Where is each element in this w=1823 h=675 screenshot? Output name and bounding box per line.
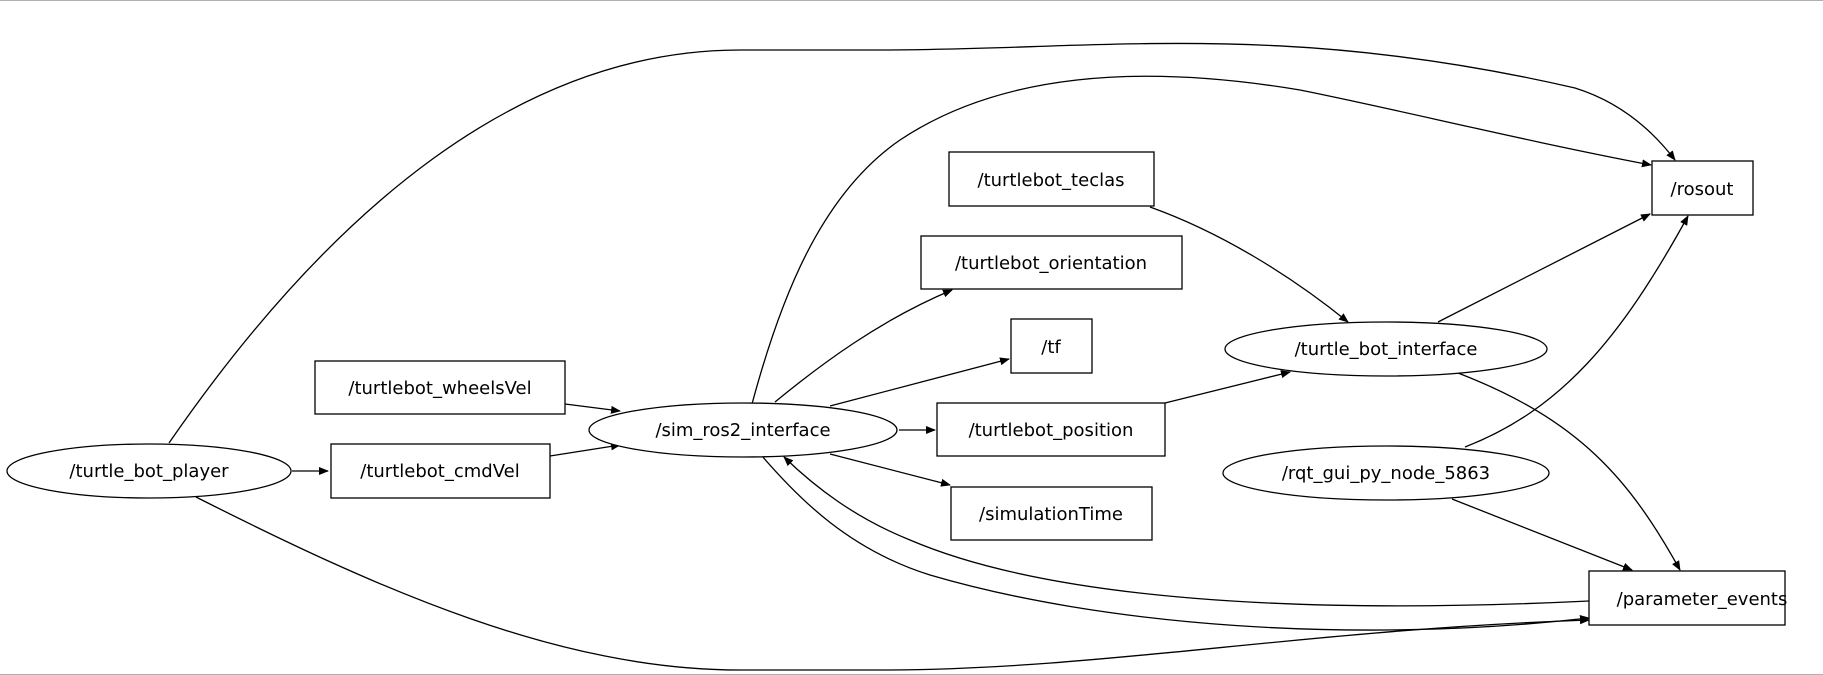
turtlebot-orientation-label: /turtlebot_orientation [955,253,1147,274]
rosout-shape [1651,160,1754,216]
turtlebot-position-shape [936,402,1166,457]
node-turtle-bot-interface[interactable]: /turtle_bot_interface [1224,321,1548,377]
edge-wheelsvel-to-sim-ros2[interactable] [564,403,621,414]
node-turtle-bot-player[interactable]: /turtle_bot_player [6,443,292,499]
simulationtime-shape [950,486,1153,541]
turtle-bot-player-label: /turtle_bot_player [69,461,229,482]
node-parameter-events[interactable]: /parameter_events [1588,570,1788,626]
sim-ros2-interface-shape [588,402,898,458]
turtle-bot-player-shape [6,443,292,499]
node-sim-ros2-interface[interactable]: /sim_ros2_interface [588,402,898,458]
edge-turtle-bot-interface-to-rosout[interactable] [1437,213,1651,323]
turtlebot-wheelsvel-shape [314,360,566,415]
rosout-label: /rosout [1671,179,1734,200]
edge-turtle-bot-player-to-rosout[interactable] [168,42,1676,444]
tf-shape [1010,318,1093,374]
edges [168,42,1689,671]
simulationtime-label: /simulationTime [979,504,1123,525]
turtle-bot-interface-shape [1224,321,1548,377]
tf-label: /tf [1041,337,1061,358]
edge-turtle-bot-player-to-parameter-events[interactable] [195,496,1590,671]
edge-sim-ros2-to-simulationtime[interactable] [829,453,951,487]
parameter-events-label: /parameter_events [1617,589,1788,610]
parameter-events-shape [1588,570,1786,626]
node-simulationtime[interactable]: /simulationTime [950,486,1153,541]
node-turtlebot-position[interactable]: /turtlebot_position [936,402,1166,457]
node-turtlebot-orientation[interactable]: /turtlebot_orientation [920,235,1183,290]
edge-position-to-turtle-bot-interface[interactable] [1164,370,1291,404]
edge-cmdvel-to-sim-ros2[interactable] [549,442,621,457]
node-rqt-gui-py-node[interactable]: /rqt_gui_py_node_5863 [1222,445,1550,501]
top-border [0,0,1823,1]
edge-turtle-bot-interface-to-parameter-events[interactable] [1457,372,1681,571]
sim-ros2-interface-label: /sim_ros2_interface [655,420,830,441]
node-turtlebot-wheelsvel[interactable]: /turtlebot_wheelsVel [314,360,566,415]
edge-sim-ros2-to-orientation[interactable] [774,289,953,403]
edge-parameter-events-to-sim-ros2[interactable] [783,456,1590,607]
turtlebot-position-label: /turtlebot_position [969,420,1134,441]
edge-sim-ros2-to-rosout[interactable] [751,75,1652,405]
edge-teclas-to-turtle-bot-interface[interactable] [1149,206,1349,323]
turtlebot-teclas-label: /turtlebot_teclas [978,170,1125,191]
turtlebot-wheelsvel-label: /turtlebot_wheelsVel [348,378,531,399]
node-rosout[interactable]: /rosout [1651,160,1754,216]
edge-rqt-gui-to-rosout[interactable] [1464,215,1689,448]
edge-rqt-gui-to-parameter-events[interactable] [1451,498,1633,571]
edge-sim-ros2-to-tf[interactable] [829,357,1010,407]
rqt-gui-py-node-shape [1222,445,1550,501]
node-turtlebot-cmdvel[interactable]: /turtlebot_cmdVel [330,443,551,499]
node-turtlebot-teclas[interactable]: /turtlebot_teclas [948,151,1155,207]
rqt-gui-py-node-label: /rqt_gui_py_node_5863 [1282,463,1490,484]
edge-sim-ros2-to-parameter-events[interactable] [761,455,1590,631]
node-tf[interactable]: /tf [1010,318,1093,374]
turtlebot-teclas-shape [948,151,1155,207]
turtlebot-cmdvel-shape [330,443,551,499]
turtlebot-cmdvel-label: /turtlebot_cmdVel [360,461,519,482]
turtle-bot-interface-label: /turtle_bot_interface [1295,339,1478,360]
turtlebot-orientation-shape [920,235,1183,290]
